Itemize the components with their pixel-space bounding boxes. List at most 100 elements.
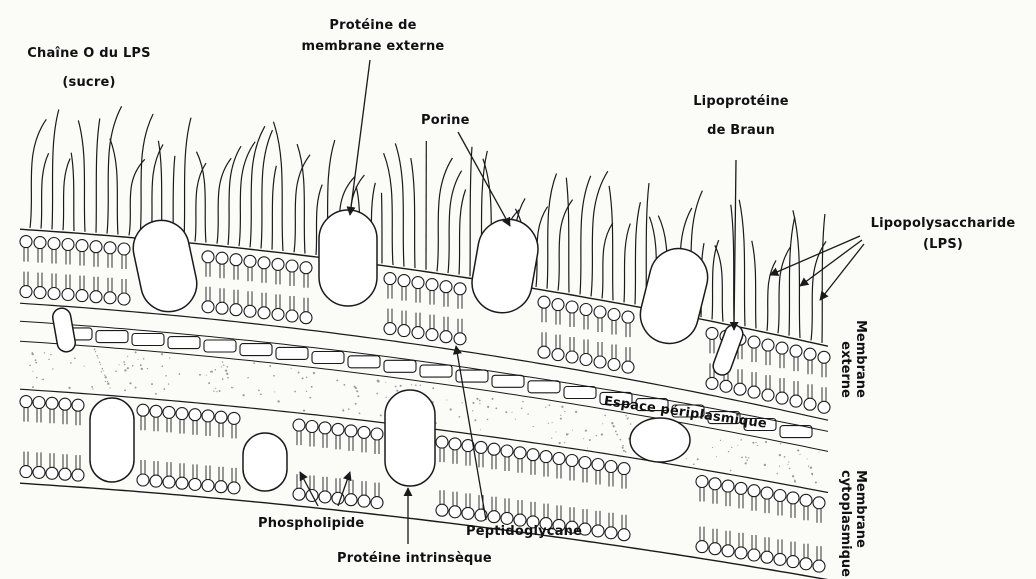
o-chain-sugar <box>239 142 255 246</box>
speckle-dot <box>99 362 101 364</box>
label-phospholipide: Phospholipide <box>258 516 364 531</box>
speckle-dot <box>306 377 307 378</box>
speckle-dot <box>298 372 300 374</box>
phospholipid-head <box>90 291 102 303</box>
phospholipid-head <box>300 262 312 274</box>
phospholipid-head <box>605 461 617 473</box>
o-chain-sugar <box>30 119 46 228</box>
speckle-dot <box>548 423 549 424</box>
speckle-dot <box>179 373 181 375</box>
speckle-dot <box>533 426 534 427</box>
phospholipid-head <box>454 283 466 295</box>
phospholipid-head <box>722 480 734 492</box>
o-chain-sugar <box>566 178 569 293</box>
speckle-dot <box>92 388 93 389</box>
speckle-dot <box>355 387 357 389</box>
speckle-dot <box>622 447 624 449</box>
phospholipid-head <box>300 312 312 324</box>
speckle-dot <box>396 390 398 392</box>
phospholipid-head <box>163 406 175 418</box>
speckle-dot <box>96 355 98 357</box>
phospholipid-head <box>46 397 58 409</box>
label-chaine-o-line2: (sucre) <box>14 75 164 90</box>
phospholipid-head <box>790 345 802 357</box>
phospholipid-head <box>176 408 188 420</box>
integral-protein <box>385 390 435 486</box>
speckle-dot <box>70 362 72 364</box>
speckle-dot <box>32 353 34 355</box>
speckle-dot <box>545 406 546 407</box>
phospholipid-head <box>412 277 424 289</box>
o-chain-sugar <box>731 205 734 324</box>
speckle-dot <box>411 384 412 385</box>
speckle-dot <box>385 397 386 398</box>
speckle-dot <box>135 387 137 389</box>
speckle-dot <box>630 423 631 424</box>
speckle-dot <box>585 430 587 432</box>
phospholipid-head <box>501 512 513 524</box>
speckle-dot <box>356 390 358 392</box>
speckle-dot <box>716 456 717 457</box>
phospholipid-head <box>228 482 240 494</box>
speckle-dot <box>459 416 461 418</box>
phospholipid-head <box>761 551 773 563</box>
speckle-dot <box>495 407 497 409</box>
label-proteine-intrinseque: Protéine intrinsèque <box>337 551 492 566</box>
o-chain-sugar <box>411 158 415 268</box>
o-chain-sugar <box>382 193 383 264</box>
speckle-dot <box>792 475 794 477</box>
phospholipid-head <box>358 426 370 438</box>
o-chain-sugar <box>624 224 630 303</box>
speckle-dot <box>219 390 221 392</box>
phospholipid-head <box>33 397 45 409</box>
speckle-dot <box>222 361 224 363</box>
phospholipid-head <box>59 398 71 410</box>
speckle-dot <box>342 410 344 412</box>
phospholipid-head <box>790 395 802 407</box>
speckle-dot <box>745 462 747 464</box>
speckle-dot <box>206 375 207 376</box>
phospholipid-head <box>319 422 331 434</box>
phospholipid-head <box>580 354 592 366</box>
speckle-dot <box>807 458 808 459</box>
phospholipid-head <box>720 380 732 392</box>
speckle-dot <box>313 372 315 374</box>
phospholipid-head <box>605 527 617 539</box>
o-chain-sugar <box>459 190 466 275</box>
phospholipid-head <box>272 258 284 270</box>
phospholipid-head <box>137 474 149 486</box>
peptidoglycan-segment <box>240 344 272 356</box>
phospholipid-head <box>76 240 88 252</box>
speckle-dot <box>566 433 568 435</box>
phospholipid-head <box>800 558 812 570</box>
speckle-dot <box>745 456 747 458</box>
label-proteine-membrane-externe: Protéine de membrane externe <box>278 18 468 54</box>
phospholipid-head <box>748 386 760 398</box>
speckle-dot <box>221 366 222 367</box>
speckle-dot <box>291 368 292 369</box>
phospholipid-head <box>501 445 513 457</box>
phospholipid-head <box>90 241 102 253</box>
phospholipid-head <box>398 325 410 337</box>
o-chain-sugar <box>752 241 756 329</box>
speckle-dot <box>615 431 617 433</box>
phospholipid-head <box>579 457 591 469</box>
phospholipid-head <box>488 443 500 455</box>
label-peptidoglycane: Peptidoglycane <box>466 524 582 539</box>
phospholipid-head <box>118 293 130 305</box>
speckle-dot <box>812 474 813 475</box>
cytoplasmic-protein <box>630 418 690 462</box>
speckle-dot <box>731 447 732 448</box>
speckle-dot <box>309 397 311 399</box>
phospholipid-head <box>762 389 774 401</box>
phospholipid-head <box>608 309 620 321</box>
o-chain-sugar <box>195 163 206 241</box>
speckle-dot <box>36 377 38 379</box>
phospholipid-head <box>538 296 550 308</box>
label-chaine-o-line1: Chaîne O du LPS <box>14 46 164 61</box>
phospholipid-head <box>622 311 634 323</box>
peptidoglycan-segment <box>348 356 380 368</box>
speckle-dot <box>799 454 800 455</box>
speckle-dot <box>42 379 44 381</box>
